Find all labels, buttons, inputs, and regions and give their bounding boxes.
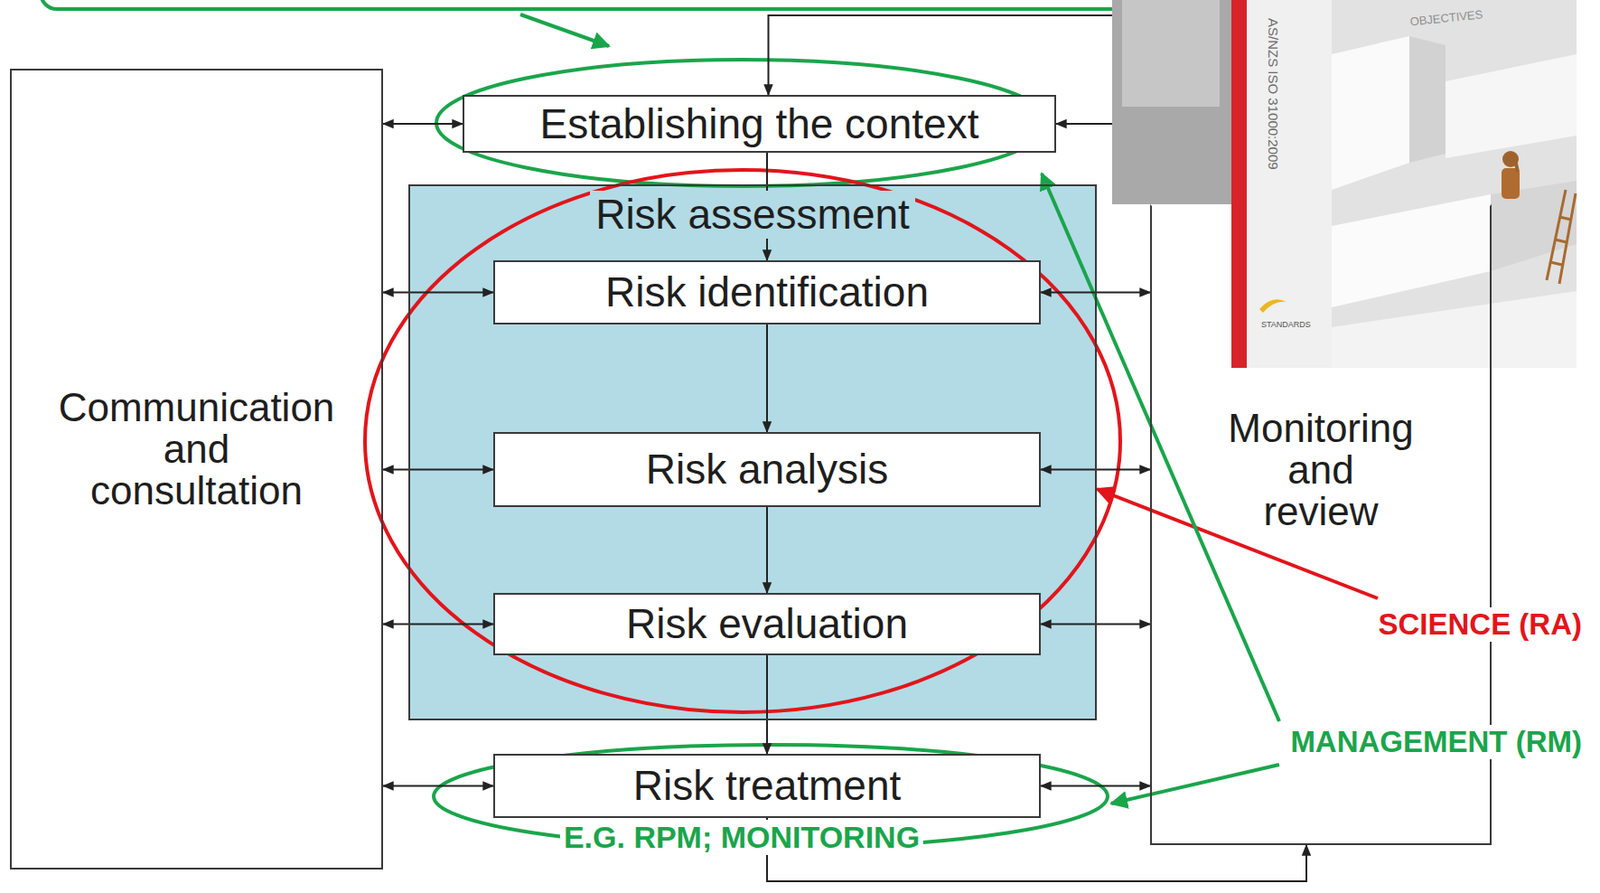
connector-arrow bbox=[383, 468, 494, 471]
box-label: Monitoring and review bbox=[1226, 407, 1416, 534]
maze-ground bbox=[1331, 0, 1577, 368]
book-red-strip bbox=[1231, 0, 1247, 368]
maze-wall bbox=[1409, 36, 1446, 163]
book-cover-panel bbox=[1122, 0, 1220, 107]
science-label: SCIENCE (RA) bbox=[1374, 607, 1586, 642]
science-label-slot: SCIENCE (RA) bbox=[1374, 607, 1586, 642]
box-label: Risk evaluation bbox=[626, 599, 908, 648]
publisher-mark-slot: STANDARDS bbox=[1257, 319, 1315, 329]
book-spine bbox=[1246, 0, 1332, 368]
ladder-rail bbox=[1559, 193, 1576, 284]
panel-fill bbox=[408, 184, 1097, 721]
standards-logo bbox=[1259, 299, 1287, 313]
connector-arrow bbox=[383, 785, 494, 787]
management-label: MANAGEMENT (RM) bbox=[1286, 724, 1586, 759]
cover-title: AS/NZS ISO 31000:2009 bbox=[1265, 14, 1282, 174]
side-box: Communication and consultation bbox=[9, 68, 384, 870]
connector-arrow bbox=[383, 291, 494, 294]
box-label: Risk treatment bbox=[633, 761, 902, 810]
process-box: Risk treatment bbox=[493, 753, 1041, 818]
connector-arrow bbox=[766, 506, 768, 593]
box-label: Risk analysis bbox=[645, 445, 889, 494]
example-label: E.G. RPM; MONITORING bbox=[560, 819, 924, 855]
example-label-slot: E.G. RPM; MONITORING bbox=[560, 819, 924, 855]
process-box: Risk analysis bbox=[493, 431, 1041, 507]
figure-body bbox=[1501, 168, 1520, 199]
maze-wall bbox=[1331, 36, 1410, 190]
process-box: Risk evaluation bbox=[493, 592, 1041, 655]
figure-arm bbox=[1514, 155, 1518, 172]
publisher-mark: STANDARDS bbox=[1257, 319, 1315, 329]
process-box: Risk identification bbox=[493, 260, 1041, 325]
group-title: Risk assessment bbox=[589, 190, 916, 239]
process-box: Establishing the context bbox=[462, 94, 1057, 153]
box-label: Communication and consultation bbox=[56, 386, 338, 513]
callout-arrow bbox=[520, 14, 609, 47]
management-label-slot: MANAGEMENT (RM) bbox=[1286, 724, 1586, 759]
maze-wall bbox=[1445, 54, 1577, 159]
connector-arrow bbox=[383, 623, 494, 626]
connector-arrow bbox=[766, 654, 768, 754]
ladder-rung bbox=[1550, 261, 1563, 265]
group-panel: Risk assessmentRisk identificationRisk a… bbox=[408, 184, 1097, 721]
box-label: Risk identification bbox=[605, 268, 929, 317]
leader-arrow bbox=[1111, 764, 1280, 804]
maze-wall bbox=[1331, 194, 1491, 308]
connector-arrow bbox=[1040, 785, 1151, 787]
cover-title-slot: AS/NZS ISO 31000:2009 bbox=[1265, 14, 1282, 174]
connector-arrow bbox=[383, 122, 463, 125]
box-label: Establishing the context bbox=[540, 100, 980, 149]
maze-wall bbox=[1331, 290, 1577, 368]
book-cover bbox=[1112, 0, 1232, 205]
science-ellipse bbox=[364, 169, 1121, 712]
ladder-rung bbox=[1559, 216, 1572, 220]
ladder-rung bbox=[1554, 239, 1567, 243]
connector-arrow bbox=[766, 324, 768, 432]
